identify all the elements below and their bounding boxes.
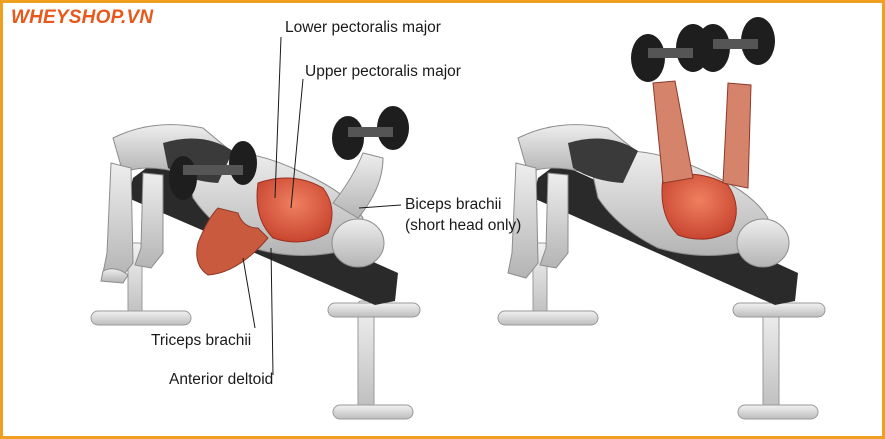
label-biceps-short-head: (short head only) <box>405 217 522 234</box>
right-arm-far <box>722 82 752 189</box>
left-far-arm <box>332 152 384 219</box>
right-bench-frame <box>497 242 826 420</box>
left-dumbbell-near <box>169 141 257 200</box>
left-dumbbell-far <box>332 106 409 160</box>
right-figure <box>497 17 826 420</box>
right-head <box>736 218 790 268</box>
left-head <box>331 218 385 268</box>
label-anterior-deltoid: Anterior deltoid <box>169 371 274 388</box>
left-pectoralis-highlight <box>256 177 333 243</box>
label-lower-pectoralis-major: Lower pectoralis major <box>285 19 441 36</box>
right-arm-near <box>652 80 694 184</box>
label-triceps-brachii: Triceps brachii <box>151 332 252 349</box>
label-biceps-brachii: Biceps brachii <box>405 196 502 213</box>
left-bench-frame <box>90 242 421 420</box>
decline-dumbbell-fly-artwork <box>90 17 826 420</box>
left-near-arm <box>196 207 269 276</box>
right-shorts <box>568 138 638 183</box>
left-leader-lines <box>242 36 402 376</box>
right-pectoralis-highlight <box>661 173 737 240</box>
label-upper-pectoralis-major: Upper pectoralis major <box>305 63 461 80</box>
right-dumbbells <box>631 17 775 82</box>
wheyshop-logo: WHEYSHOP.VN <box>11 7 154 28</box>
left-figure <box>90 36 421 420</box>
